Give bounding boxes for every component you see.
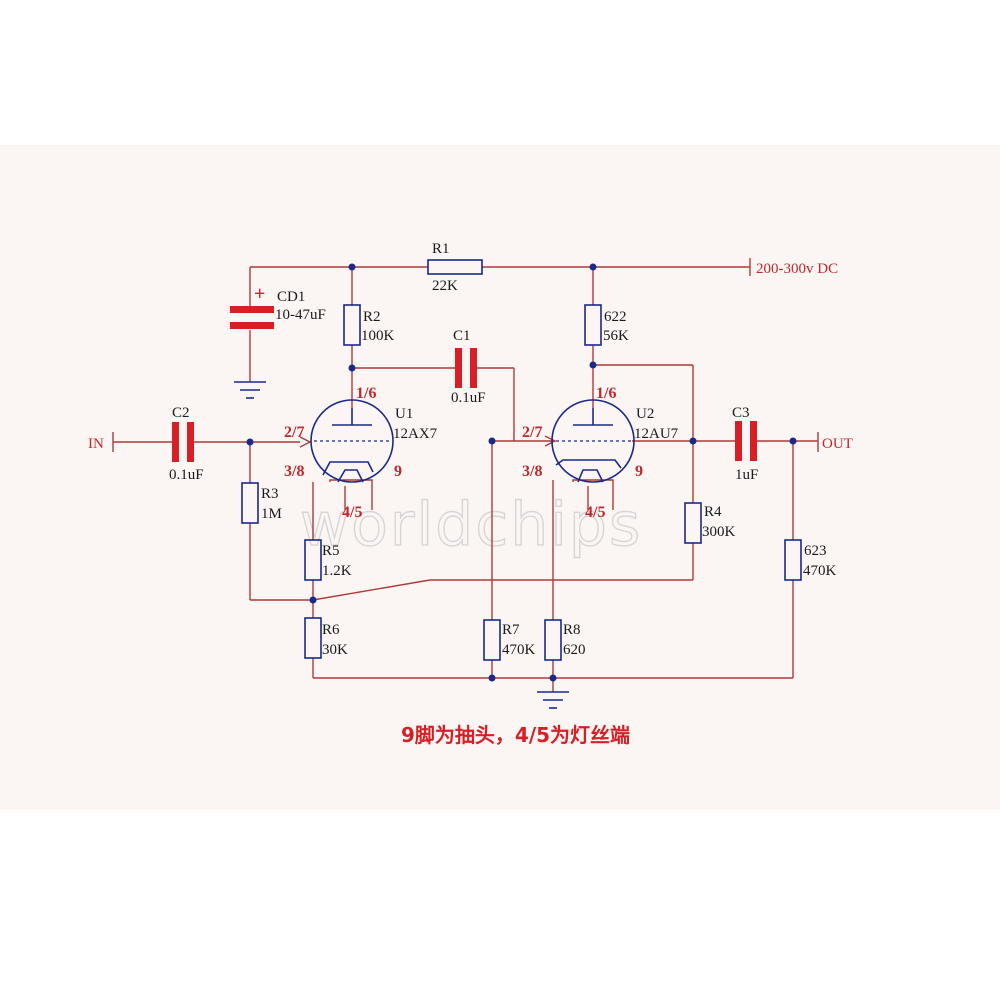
junction-dots (246, 263, 797, 682)
r6-value: 30K (322, 642, 348, 658)
u2-value: 12AU7 (634, 426, 679, 442)
ground-icon (537, 691, 569, 709)
r622-ref: 622 (604, 309, 627, 325)
r622-value: 56K (603, 328, 629, 344)
resistor-r7 (483, 619, 501, 661)
c3-ref: C3 (732, 405, 750, 421)
r2-value: 100K (361, 328, 395, 344)
r8-value: 620 (563, 642, 586, 658)
resistor-r3 (241, 482, 259, 524)
capacitor-c2 (172, 422, 194, 462)
capacitor-cd1 (230, 306, 274, 329)
u1-pin-2-7: 2/7 (284, 424, 304, 441)
r623-value: 470K (803, 563, 837, 579)
cd1-ref: CD1 (277, 289, 305, 305)
capacitor-c3 (735, 421, 757, 461)
u1-value: 12AX7 (393, 426, 438, 442)
r5-ref: R5 (322, 543, 340, 559)
c1-ref: C1 (453, 328, 471, 344)
u2-pin-4-5: 4/5 (585, 504, 605, 521)
pin-note: 9脚为抽头，4/5为灯丝端 (401, 723, 630, 747)
vacuum-tube-u2 (551, 399, 635, 483)
u2-pin-2-7: 2/7 (522, 424, 542, 441)
resistor-r5 (304, 539, 322, 581)
u1-pin-3-8: 3/8 (284, 463, 304, 480)
ground-icon (234, 381, 266, 399)
u1-ref: U1 (395, 406, 413, 422)
u2-pin-3-8: 3/8 (522, 463, 542, 480)
resistor-r2 (343, 304, 361, 346)
r7-value: 470K (502, 642, 536, 658)
c2-value: 0.1uF (169, 467, 204, 483)
resistor-r4 (684, 502, 702, 544)
resistor-r1 (427, 259, 483, 275)
schematic-diagram: worldchips (88, 241, 853, 747)
r4-value: 300K (702, 524, 736, 540)
watermark: worldchips (300, 490, 642, 560)
input-port-label: IN (88, 436, 104, 452)
c2-ref: C2 (172, 405, 190, 421)
resistor-r8 (544, 619, 562, 661)
schematic-canvas: worldchips (0, 145, 1000, 810)
r623-ref: 623 (804, 543, 827, 559)
u2-ref: U2 (636, 406, 654, 422)
plus-icon: + (254, 283, 265, 305)
r3-value: 1M (261, 506, 282, 522)
r2-ref: R2 (363, 309, 381, 325)
resistor-623 (784, 539, 802, 581)
capacitor-c1 (455, 348, 477, 388)
u1-pin-4-5: 4/5 (342, 504, 362, 521)
r4-ref: R4 (704, 504, 722, 520)
c3-value: 1uF (735, 467, 758, 483)
u2-pin-9: 9 (635, 463, 643, 480)
r3-ref: R3 (261, 486, 279, 502)
r1-value: 22K (432, 278, 458, 294)
r6-ref: R6 (322, 622, 340, 638)
r8-ref: R8 (563, 622, 581, 638)
vacuum-tube-u1 (310, 399, 394, 483)
u1-pin-9: 9 (394, 463, 402, 480)
output-port-label: OUT (822, 436, 853, 452)
cd1-value: 10-47uF (275, 307, 326, 323)
r7-ref: R7 (502, 622, 520, 638)
resistor-622 (584, 304, 602, 346)
supply-voltage-label: 200-300v DC (756, 261, 838, 277)
wires (112, 258, 819, 692)
u1-pin-1-6: 1/6 (356, 385, 376, 402)
resistor-r6 (304, 617, 322, 659)
r5-value: 1.2K (322, 563, 352, 579)
c1-value: 0.1uF (451, 390, 486, 406)
u2-pin-1-6: 1/6 (596, 385, 616, 402)
r1-ref: R1 (432, 241, 450, 257)
